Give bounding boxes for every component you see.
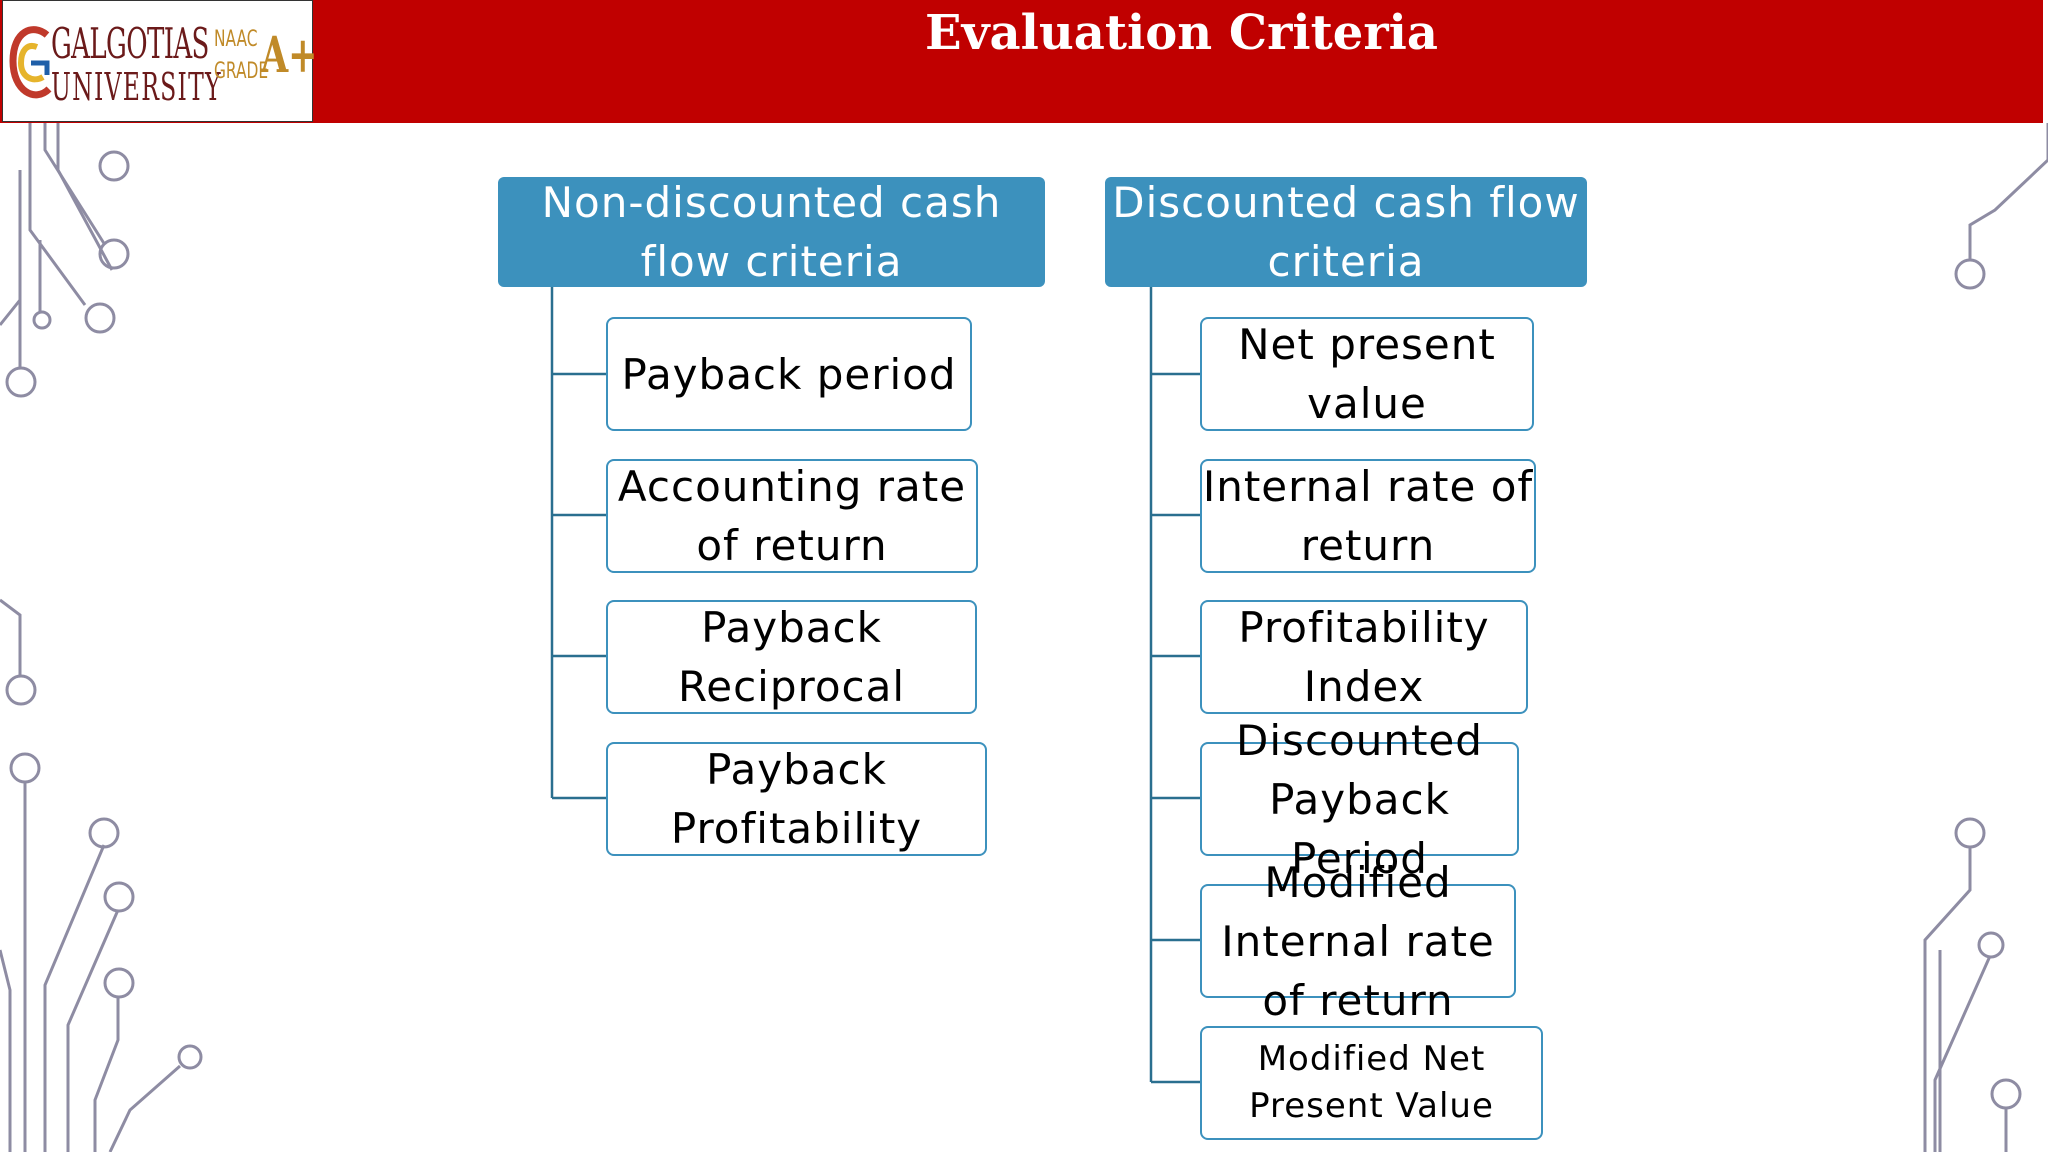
heading-discounted-label: Discounted cash flow criteria (1112, 178, 1580, 286)
item-modified-internal-rate-of-return: Modified Internal rate of return (1200, 858, 1516, 1025)
header-bar (0, 0, 2043, 123)
item-label: Profitability Index (1238, 603, 1490, 711)
logo-grade: GRADE (214, 59, 269, 84)
item-accounting-rate-of-return: Accounting rate of return (606, 459, 978, 573)
item-profitability-index: Profitability Index (1200, 600, 1528, 714)
item-label: Internal rate of return (1202, 462, 1534, 570)
heading-non-discounted: Non-discounted cash flow criteria (498, 177, 1045, 287)
item-label: Net present value (1238, 320, 1496, 428)
item-payback-profitability: Payback Profitability (606, 742, 987, 856)
logo-naac: NAAC (214, 27, 258, 52)
item-label: Accounting rate of return (617, 462, 967, 570)
item-net-present-value: Net present value (1200, 317, 1534, 431)
logo-grade-value: A+ (261, 25, 318, 84)
item-modified-net-present-value: Modified Net Present Value (1200, 1026, 1543, 1140)
heading-discounted: Discounted cash flow criteria (1105, 177, 1587, 287)
item-label: Payback Profitability (670, 745, 923, 853)
item-label: Payback Reciprocal (677, 603, 906, 711)
item-payback-period: Payback period (606, 317, 972, 431)
galgotias-g-logo-icon (9, 26, 52, 99)
item-label: Payback period (621, 349, 957, 399)
logo-subname: UNIVERSITY (51, 65, 222, 109)
item-label: Modified Internal rate of return (1221, 857, 1495, 1025)
item-payback-reciprocal: Payback Reciprocal (606, 600, 977, 714)
item-label: Modified Net Present Value (1249, 1039, 1494, 1126)
university-logo: GALGOTIAS UNIVERSITY NAAC GRADE A+ (2, 0, 317, 122)
item-discounted-payback-period: Discounted Payback Period (1200, 716, 1519, 883)
slide-title: Evaluation Criteria (925, 5, 1438, 61)
item-label: Discounted Payback Period (1236, 715, 1483, 883)
heading-non-discounted-label: Non-discounted cash flow criteria (541, 178, 1002, 286)
item-internal-rate-of-return: Internal rate of return (1200, 459, 1536, 573)
logo-name: GALGOTIAS (51, 19, 209, 68)
